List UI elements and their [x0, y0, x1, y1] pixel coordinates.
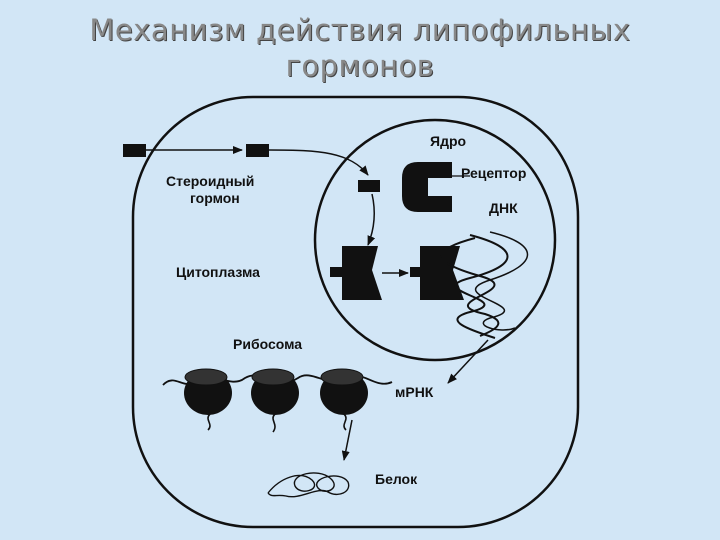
to-nucleus-arrow	[268, 149, 369, 176]
label-protein: Белок	[375, 471, 418, 487]
cell-membrane	[131, 95, 580, 529]
steroid-hormone-inside	[246, 144, 269, 157]
steroid-hormone-nucleus	[358, 180, 380, 192]
title-line-1: Механизм действия липофильных	[89, 13, 631, 47]
transcription-arrow	[447, 339, 489, 384]
receptor-shape	[402, 162, 452, 212]
complex-2-hormone	[410, 267, 424, 277]
ribosome-1	[184, 368, 232, 431]
label-cytoplasm: Цитоплазма	[176, 264, 260, 280]
label-steroid-hormone-2: гормон	[190, 190, 240, 206]
label-ribosome: Рибосома	[233, 336, 302, 352]
title-line-2: гормонов	[285, 49, 435, 83]
ribosome-2	[251, 368, 299, 433]
label-receptor: Рецептор	[461, 165, 526, 181]
hormone-receptor-complex-1	[342, 246, 382, 300]
label-mrna: мРНК	[395, 384, 434, 400]
ribosome-3	[320, 368, 368, 431]
label-dna: ДНК	[489, 200, 518, 216]
slide-title: Механизм действия липофильных гормонов	[0, 12, 720, 84]
translation-arrow	[341, 419, 353, 461]
label-nucleus: Ядро	[430, 133, 466, 149]
nucleus	[313, 118, 557, 362]
steroid-hormone-outside	[123, 144, 146, 157]
label-steroid-hormone-1: Стероидный	[166, 173, 254, 189]
complex-1-hormone	[330, 267, 344, 277]
dna-helix	[441, 231, 529, 339]
hormone-receptor-complex-2	[420, 246, 464, 300]
binding-arrow	[367, 193, 376, 246]
protein-coil	[267, 472, 350, 498]
